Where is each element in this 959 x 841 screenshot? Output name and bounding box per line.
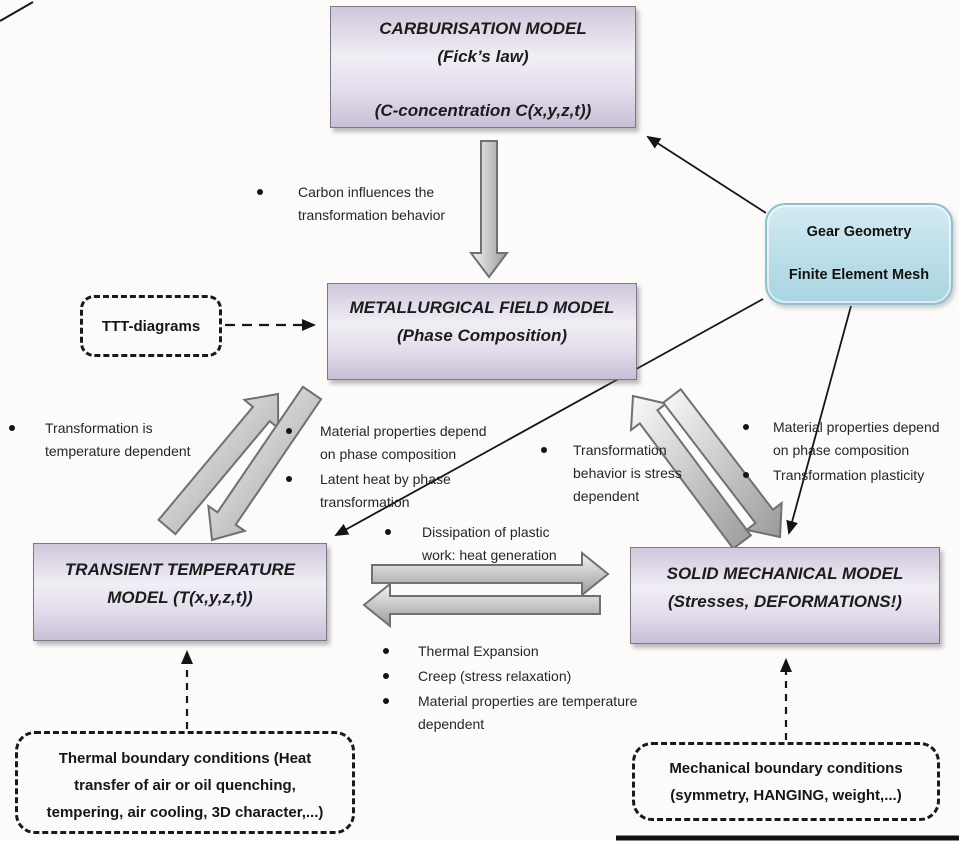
note-line: transformation — [320, 494, 410, 510]
note-material-temperature: Material properties are temperature depe… — [383, 690, 637, 736]
note-line: Creep (stress relaxation) — [418, 668, 572, 684]
note-material-phase-left: Material properties depend on phase comp… — [286, 420, 487, 466]
note-material-phase-right: Material properties depend on phase comp… — [743, 416, 940, 462]
mechanical-bc-line1: Mechanical boundary conditions — [669, 760, 903, 777]
up-left-block-arrow-right — [629, 394, 753, 551]
down-left-block-arrow-left — [207, 385, 323, 542]
carburisation-model-box: CARBURISATION MODEL (Fick’s law) (C-conc… — [330, 6, 636, 128]
bullet-icon — [286, 476, 292, 482]
up-right-block-arrow-left — [157, 392, 280, 536]
ttt-diagrams-label: TTT-diagrams — [101, 317, 201, 335]
thermal-bc-line3: tempering, air cooling, 3D character,...… — [46, 804, 324, 821]
note-line: Material properties are temperature — [418, 693, 638, 709]
mechanical-bc-line2: (symmetry, HANGING, weight,...) — [670, 787, 902, 804]
bullet-icon — [541, 447, 547, 453]
note-line: Transformation is — [45, 420, 153, 436]
metallurgical-subtitle: (Phase Composition) — [396, 326, 567, 345]
note-line: transformation behavior — [298, 207, 446, 223]
ttt-diagrams-box: TTT-diagrams — [80, 295, 222, 357]
gear-to-temperature-arrow — [334, 298, 764, 536]
mechanical-title: SOLID MECHANICAL MODEL — [666, 564, 904, 583]
down-block-arrow — [469, 140, 509, 279]
bullet-icon — [383, 698, 389, 704]
note-line: Carbon influences the — [298, 184, 435, 200]
carburisation-subtitle: (Fick’s law) — [437, 47, 529, 66]
metallurgical-field-model-box: METALLURGICAL FIELD MODEL (Phase Composi… — [327, 283, 637, 380]
note-transformation-temperature: Transformation is temperature dependent — [9, 417, 191, 463]
gear-to-mechanical-arrow — [786, 305, 852, 535]
corner-artifact-line — [0, 1, 34, 22]
bullet-icon — [385, 529, 391, 535]
thermal-bc-line2: transfer of air or oil quenching, — [74, 777, 296, 794]
note-line: Material properties depend — [320, 423, 487, 439]
bullet-icon — [743, 424, 749, 430]
note-line: behavior is stress — [573, 465, 682, 481]
gear-geometry-box: Gear Geometry Finite Element Mesh — [765, 203, 953, 305]
note-line: Thermal Expansion — [418, 643, 539, 659]
bullet-icon — [286, 428, 292, 434]
transient-temperature-model-box: TRANSIENT TEMPERATURE MODEL (T(x,y,z,t)) — [33, 543, 327, 641]
bullet-icon — [743, 472, 749, 478]
note-thermal-expansion: Thermal Expansion — [383, 640, 539, 663]
note-line: Dissipation of plastic — [422, 524, 550, 540]
carburisation-variable: (C-concentration C(x,y,z,t)) — [374, 101, 592, 120]
mechanical-subtitle: (Stresses, DEFORMATIONS!) — [668, 592, 902, 611]
down-right-block-arrow-right — [661, 387, 783, 539]
note-line: Transformation — [573, 442, 667, 458]
note-line: on phase composition — [773, 442, 910, 458]
note-line: dependent — [418, 716, 485, 732]
thermal-boundary-conditions-box: Thermal boundary conditions (Heat transf… — [15, 731, 355, 834]
note-creep: Creep (stress relaxation) — [383, 665, 571, 688]
note-line: Transformation plasticity — [773, 467, 925, 483]
note-line: dependent — [573, 488, 640, 504]
note-line: Material properties depend — [773, 419, 940, 435]
bullet-icon — [383, 648, 389, 654]
metallurgical-title: METALLURGICAL FIELD MODEL — [349, 298, 615, 317]
note-line: temperature dependent — [45, 443, 191, 459]
note-line: work: heat generation — [422, 547, 557, 563]
bullet-icon — [383, 673, 389, 679]
mechanical-boundary-conditions-box: Mechanical boundary conditions (symmetry… — [632, 742, 940, 821]
note-transformation-plasticity: Transformation plasticity — [743, 464, 924, 487]
bullet-icon — [9, 425, 15, 431]
note-carbon-influences: Carbon influences the transformation beh… — [257, 181, 445, 227]
gear-geometry-label: Gear Geometry — [806, 224, 912, 240]
note-line: on phase composition — [320, 446, 457, 462]
carburisation-title: CARBURISATION MODEL — [379, 19, 587, 38]
finite-element-mesh-label: Finite Element Mesh — [788, 267, 930, 283]
note-latent-heat: Latent heat by phase transformation — [286, 468, 451, 514]
temperature-title: TRANSIENT TEMPERATURE — [64, 560, 296, 579]
temperature-subtitle: MODEL (T(x,y,z,t)) — [107, 588, 253, 607]
bullet-icon — [257, 189, 263, 195]
note-transformation-stress: Transformation behavior is stress depend… — [541, 439, 682, 508]
right-block-arrow — [371, 550, 610, 598]
thermal-bc-line1: Thermal boundary conditions (Heat — [58, 750, 312, 767]
note-line: Latent heat by phase — [320, 471, 451, 487]
note-dissipation: Dissipation of plastic work: heat genera… — [385, 521, 557, 567]
gear-to-carburisation-arrow — [646, 135, 767, 214]
left-block-arrow — [362, 581, 601, 629]
solid-mechanical-model-box: SOLID MECHANICAL MODEL (Stresses, DEFORM… — [630, 547, 940, 644]
